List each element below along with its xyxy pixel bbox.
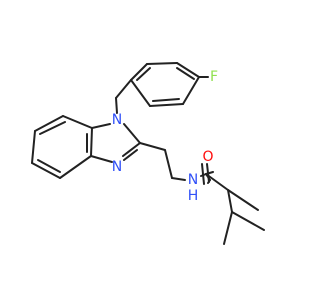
chemical-structure: F N N N H O bbox=[31, 62, 265, 245]
carbonyl-double-bond bbox=[201, 163, 210, 185]
atom-labels: F N N N H O bbox=[112, 69, 218, 204]
carbonyl-oxygen-atom-label: O bbox=[202, 149, 213, 165]
fluorine-atom-label: F bbox=[210, 69, 218, 85]
n1-atom-label: N bbox=[112, 112, 122, 128]
bond-lines bbox=[31, 62, 265, 245]
amide-nitrogen-atom-label: N bbox=[188, 172, 198, 188]
n3-atom-label: N bbox=[112, 159, 122, 175]
amide-hydrogen-atom-label: H bbox=[188, 188, 199, 204]
